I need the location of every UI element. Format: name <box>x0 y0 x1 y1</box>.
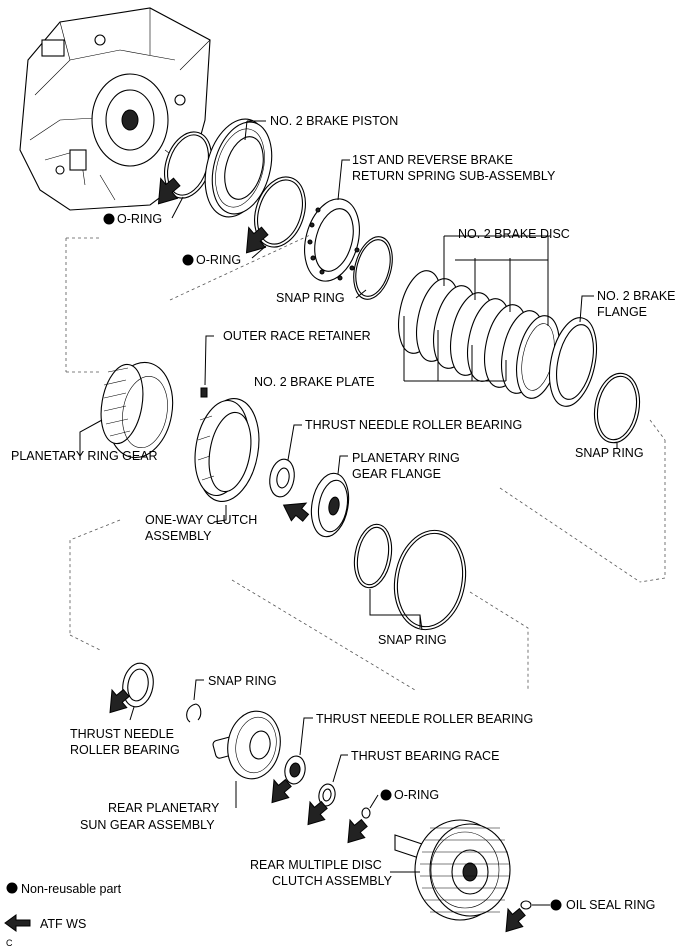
planetary-flange-label-line1: PLANETARY RING <box>352 451 460 465</box>
non-reusable-mark-icon <box>550 899 562 911</box>
planetary-ring-gear-label: PLANETARY RING GEAR <box>11 449 158 463</box>
planetary-ring-gear-part <box>100 361 174 459</box>
outer-race-retainer-part <box>200 387 208 398</box>
o-ring-2-label: O-RING <box>196 253 241 267</box>
thrust-needle-bearing-2-part <box>122 662 154 708</box>
thrust-needle-bearing-3-part <box>284 755 306 785</box>
atf-arrow-icon <box>307 800 328 826</box>
o-ring-1-label: O-RING <box>117 212 162 226</box>
snap-ring-3-part <box>186 703 202 723</box>
snap-ring-2-label: SNAP RING <box>378 633 447 647</box>
oil-seal-ring-part <box>520 900 532 910</box>
non-reusable-mark-icon <box>380 789 392 801</box>
no2-brake-disc-label: NO. 2 BRAKE DISC <box>458 227 570 241</box>
one-way-clutch-label-line2: ASSEMBLY <box>145 529 212 543</box>
rear-clutch-part <box>394 819 511 921</box>
return-spring-part <box>304 198 360 282</box>
snap-ring-1-label: SNAP RING <box>276 291 345 305</box>
no2-brake-flange-label-line1: NO. 2 BRAKE <box>597 289 676 303</box>
rear-sun-gear-part <box>212 710 281 780</box>
rear-clutch-label-line2: CLUTCH ASSEMBLY <box>272 874 393 888</box>
legend-atf-label: ATF WS <box>40 917 86 931</box>
return-spring-label-line1: 1ST AND REVERSE BRAKE <box>352 153 513 167</box>
outer-race-retainer-label: OUTER RACE RETAINER <box>223 329 371 343</box>
planetary-ring-gear-flange-part <box>310 472 350 538</box>
thrust-needle-2-label-line1: THRUST NEEDLE <box>70 727 174 741</box>
snap-ring-4-label: SNAP RING <box>575 446 644 460</box>
no2-brake-piston-label: NO. 2 BRAKE PISTON <box>270 114 398 128</box>
atf-arrow-icon <box>245 226 269 254</box>
brake-disc-stack <box>398 270 560 399</box>
o-ring-3-label: O-RING <box>394 788 439 802</box>
atf-arrow-icon <box>282 502 310 522</box>
snap-ring-2-large-part <box>393 529 467 631</box>
thrust-needle-3-label: THRUST NEEDLE ROLLER BEARING <box>316 712 533 726</box>
rear-sun-gear-label-line1: REAR PLANETARY <box>108 801 220 815</box>
non-reusable-legend-icon <box>6 882 18 894</box>
atf-arrow-icon <box>505 907 526 933</box>
oil-seal-ring-label: OIL SEAL RING <box>566 898 655 912</box>
planetary-flange-label-line2: GEAR FLANGE <box>352 467 441 481</box>
atf-arrow-icon <box>109 688 130 714</box>
snap-ring-3-label: SNAP RING <box>208 674 277 688</box>
atf-legend-icon <box>4 914 31 932</box>
rear-sun-gear-label-line2: SUN GEAR ASSEMBLY <box>80 818 215 832</box>
o-ring-3-part <box>361 807 371 819</box>
thrust-needle-bearing-1-part <box>269 458 295 498</box>
thrust-race-label: THRUST BEARING RACE <box>351 749 499 763</box>
snap-ring-2-small-part <box>353 523 393 589</box>
no2-brake-plate-label: NO. 2 BRAKE PLATE <box>254 375 375 389</box>
assembly-guide-lines <box>65 234 666 691</box>
rear-clutch-label-line1: REAR MULTIPLE DISC <box>250 858 382 872</box>
thrust-needle-2-label-line2: ROLLER BEARING <box>70 743 180 757</box>
snap-ring-4-part <box>593 372 641 444</box>
transaxle-case-illustration <box>19 7 211 211</box>
return-spring-label-line2: RETURN SPRING SUB-ASSEMBLY <box>352 169 556 183</box>
no2-brake-flange-label-line2: FLANGE <box>597 305 647 319</box>
one-way-clutch-part <box>194 397 260 503</box>
atf-arrow-icon <box>157 177 181 205</box>
o-ring-2-part <box>254 176 306 248</box>
atf-arrow-icon <box>271 778 292 804</box>
no2-brake-flange-part <box>548 317 598 407</box>
legend-non-reusable-label: Non-reusable part <box>21 882 122 896</box>
non-reusable-mark-icon <box>182 254 194 266</box>
atf-arrow-icon <box>347 818 368 844</box>
snap-ring-1-part <box>353 236 393 300</box>
corner-mark: C <box>6 938 13 948</box>
legend: Non-reusable part ATF WS <box>4 882 122 932</box>
one-way-clutch-label-line1: ONE-WAY CLUTCH <box>145 513 257 527</box>
non-reusable-mark-icon <box>103 213 115 225</box>
thrust-needle-1-label: THRUST NEEDLE ROLLER BEARING <box>305 418 522 432</box>
no2-brake-piston-part <box>204 118 273 218</box>
